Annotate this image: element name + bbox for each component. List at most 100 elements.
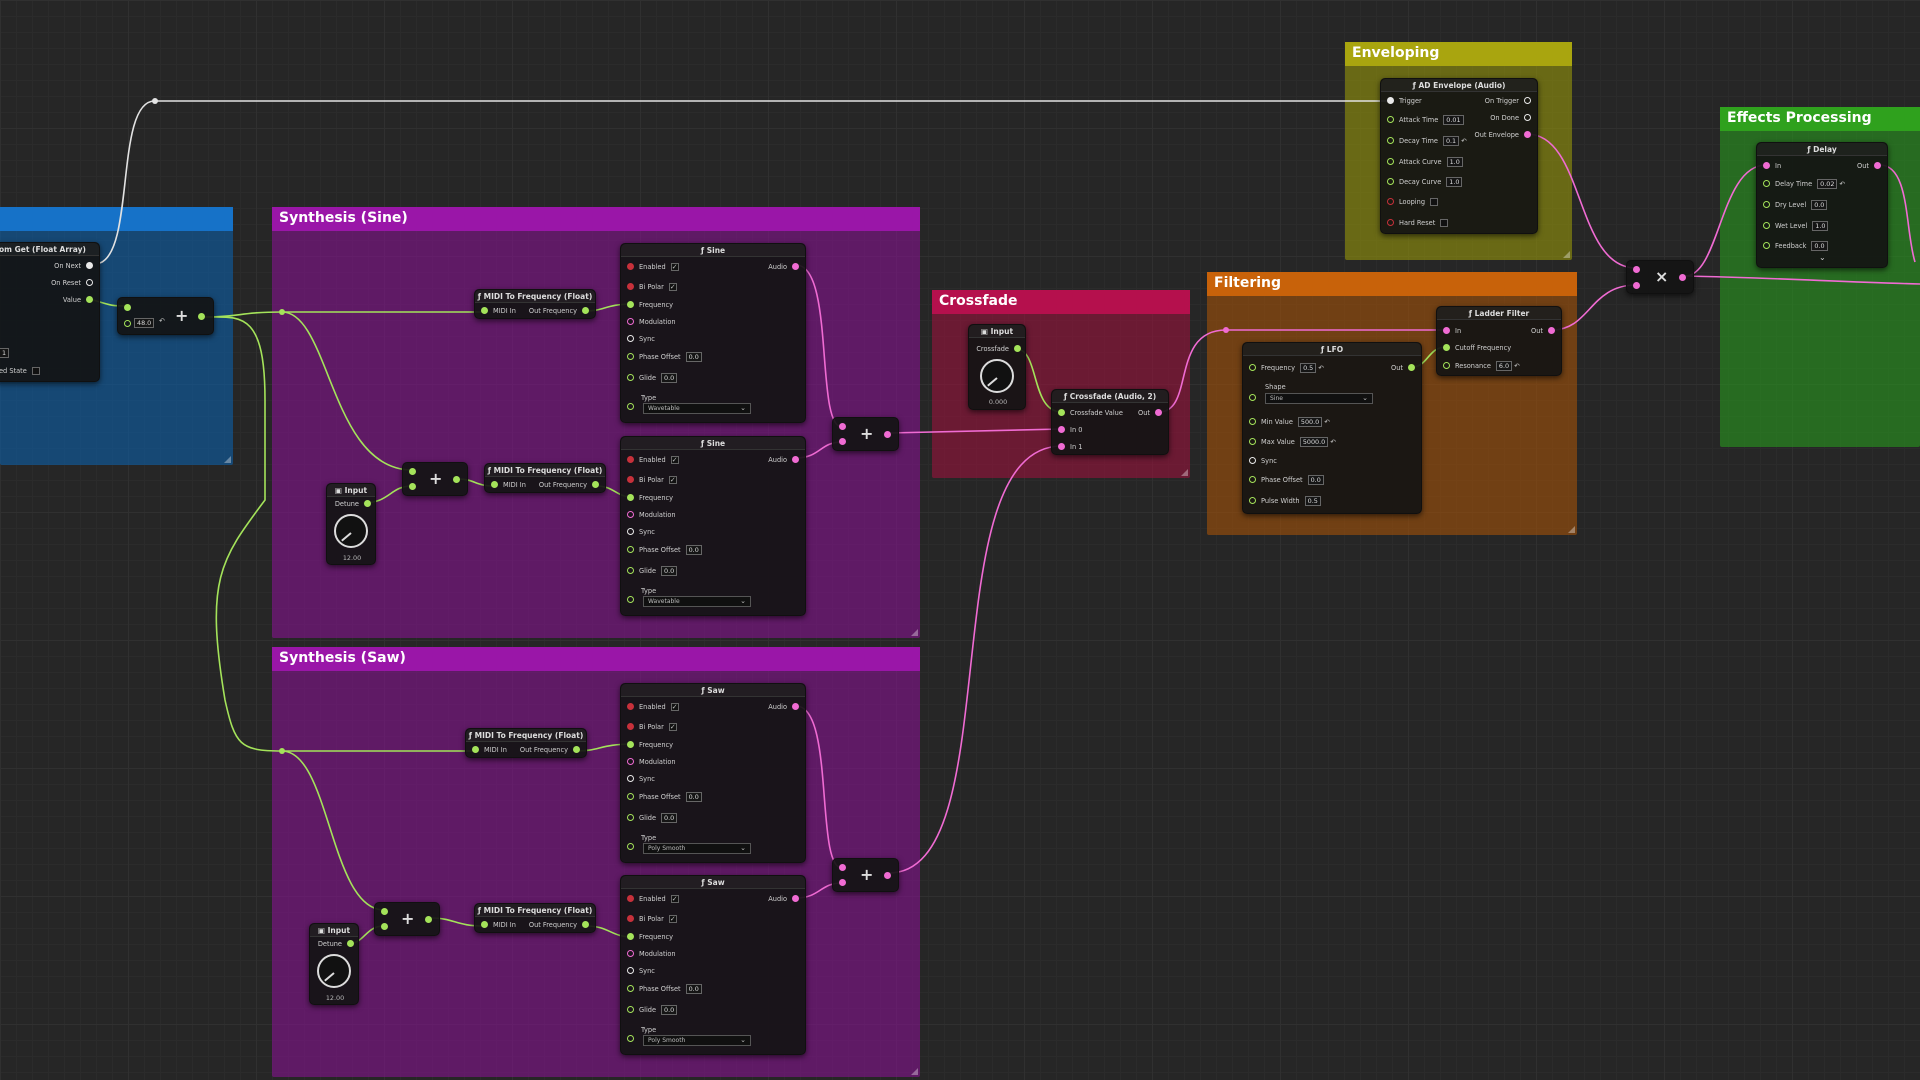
trigger-pin[interactable] (627, 775, 634, 782)
decay-time-field[interactable]: 0.1 (1442, 136, 1460, 146)
float-pin[interactable] (1763, 201, 1770, 208)
float-pin[interactable] (1763, 222, 1770, 229)
comment-title[interactable]: Synthesis (Sine) (272, 207, 920, 231)
audio-pin[interactable] (792, 895, 799, 902)
chevron-down-icon[interactable]: ⌄ (1819, 253, 1826, 262)
audio-pin[interactable] (1058, 426, 1065, 433)
pin-audio-out[interactable]: Audio (768, 454, 799, 466)
resize-grip[interactable] (1181, 469, 1188, 476)
pin-audio-out[interactable]: Audio (768, 893, 799, 905)
pin-bipolar[interactable]: Bi Polar✓ (627, 721, 677, 733)
resize-grip[interactable] (1563, 251, 1570, 258)
float-pin[interactable] (481, 921, 488, 928)
trigger-pin[interactable] (1249, 457, 1256, 464)
pin-modulation[interactable]: Modulation (627, 509, 676, 521)
add-input-b[interactable] (839, 879, 846, 886)
pin-on-trigger[interactable]: On Trigger (1485, 95, 1531, 107)
bool-pin[interactable] (1387, 219, 1394, 226)
pin-in-1[interactable]: In 1 (1058, 441, 1082, 453)
decay-curve-field[interactable]: 1.0 (1446, 177, 1463, 187)
detune-knob[interactable] (334, 514, 368, 548)
pin-midi-in[interactable]: MIDI In (481, 305, 516, 317)
add-node-sine-mix[interactable]: + (832, 417, 899, 451)
add-node-detune-saw[interactable]: + (374, 902, 440, 936)
mtof-node-sine-2[interactable]: ƒ MIDI To Frequency (Float) MIDI In Out … (484, 463, 606, 493)
glide-field[interactable]: 0.0 (661, 373, 678, 383)
reset-arrow-icon[interactable]: ↶ (1318, 364, 1324, 372)
pin-frequency[interactable]: Frequency (627, 299, 673, 311)
audio-pin[interactable] (792, 456, 799, 463)
bipolar-checkbox[interactable]: ✓ (668, 283, 677, 291)
float-pin[interactable] (592, 481, 599, 488)
frequency-field[interactable]: 0.5 (1300, 363, 1317, 373)
resize-grip[interactable] (911, 629, 918, 636)
exec-pin[interactable] (1524, 114, 1531, 121)
random-get-node[interactable]: om Get (Float Array) On Next On Reset Va… (0, 242, 100, 382)
float-pin[interactable] (1387, 178, 1394, 185)
float-pin[interactable] (627, 933, 634, 940)
float-pin[interactable] (1763, 180, 1770, 187)
bool-pin[interactable] (627, 456, 634, 463)
pin-frequency[interactable]: Frequency (627, 931, 673, 943)
add-input-a[interactable] (409, 468, 416, 475)
bool-pin[interactable] (627, 723, 634, 730)
input-detune-knob-sine[interactable]: ▣ Input Detune 12.00 (326, 483, 376, 565)
float-pin[interactable] (627, 793, 634, 800)
enum-pin[interactable] (1249, 394, 1256, 401)
exec-pin[interactable] (1524, 97, 1531, 104)
type-dropdown[interactable]: Wavetable⌄ (643, 403, 751, 414)
pin-in[interactable]: In (1763, 160, 1781, 172)
add-value-field[interactable]: 48.0 (134, 318, 155, 328)
float-pin[interactable] (1443, 344, 1450, 351)
dry-level-field[interactable]: 0.0 (1811, 200, 1828, 210)
bool-pin[interactable] (627, 263, 634, 270)
pin-bipolar[interactable]: Bi Polar✓ (627, 281, 677, 293)
saw-node-2[interactable]: ƒ Saw Enabled✓ Bi Polar✓ Frequency Modul… (620, 875, 806, 1055)
pin-modulation[interactable]: Modulation (627, 756, 676, 768)
float-pin[interactable] (1249, 364, 1256, 371)
pin-modulation[interactable]: Modulation (627, 948, 676, 960)
audio-pin[interactable] (1763, 162, 1770, 169)
audio-pin[interactable] (792, 263, 799, 270)
add-input-b[interactable] (381, 923, 388, 930)
enum-pin[interactable] (627, 843, 634, 850)
audio-pin[interactable] (1874, 162, 1881, 169)
phase-offset-field[interactable]: 0.0 (685, 792, 702, 802)
float-pin[interactable] (1763, 242, 1770, 249)
pin-audio-out[interactable]: Audio (768, 261, 799, 273)
pin-midi-in[interactable]: MIDI In (472, 744, 507, 756)
comment-title[interactable]: Enveloping (1345, 42, 1572, 66)
bool-pin[interactable] (627, 915, 634, 922)
enabled-checkbox[interactable]: ✓ (670, 263, 679, 271)
saw-node-1[interactable]: ƒ Saw Enabled✓ Bi Polar✓ Frequency Modul… (620, 683, 806, 863)
float-pin[interactable] (1387, 158, 1394, 165)
float-pin[interactable] (1387, 137, 1394, 144)
pin-enabled[interactable]: Enabled✓ (627, 893, 679, 905)
type-dropdown[interactable]: Poly Smooth⌄ (643, 1035, 751, 1046)
pin-out-envelope[interactable]: Out Envelope (1475, 129, 1531, 141)
enum-pin[interactable] (627, 403, 634, 410)
pin-sync[interactable]: Sync (627, 526, 655, 538)
add-node-pitch[interactable]: 48.0 ↶ + (117, 297, 214, 335)
resonance-field[interactable]: 6.0 (1495, 361, 1513, 371)
comment-title[interactable]: Synthesis (Saw) (272, 647, 920, 671)
multiply-input-a[interactable] (1633, 266, 1640, 273)
wire-reroute-node[interactable] (152, 98, 158, 104)
audio-pin[interactable] (1524, 131, 1531, 138)
reset-arrow-icon[interactable]: ↶ (159, 317, 165, 325)
ad-envelope-node[interactable]: ƒ AD Envelope (Audio) Trigger Attack Tim… (1380, 78, 1538, 234)
